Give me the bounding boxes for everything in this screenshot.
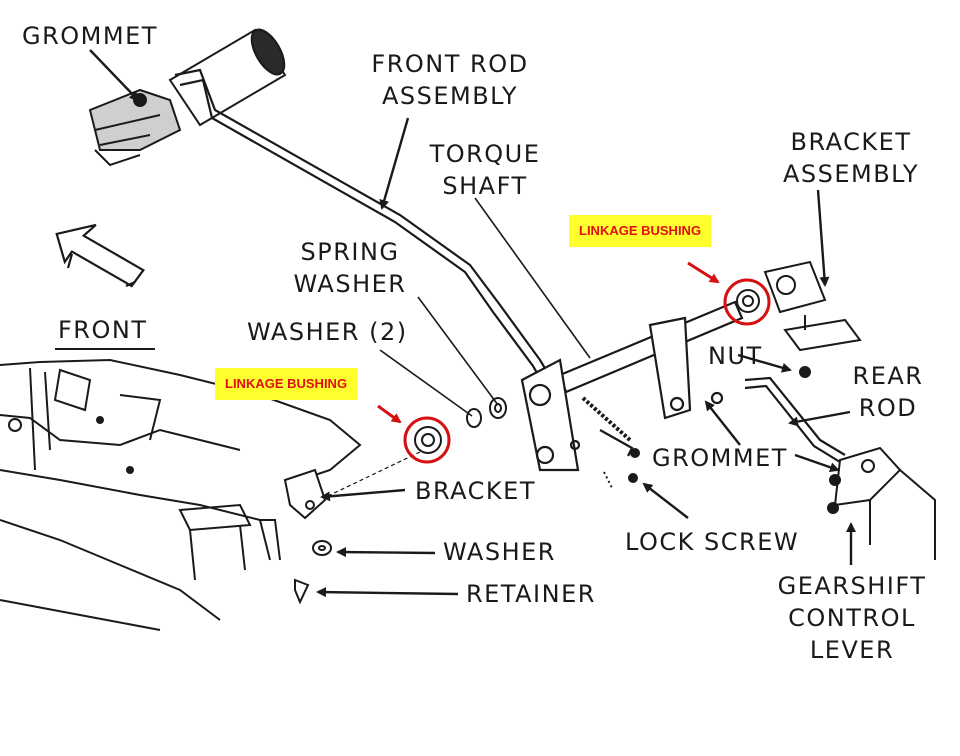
label-gearshift-line1: GEARSHIFT: [777, 572, 927, 600]
label-spring-washer: SPRING WASHER: [286, 236, 414, 300]
label-nut: NUT: [708, 342, 763, 370]
label-bracket-asm-line1: BRACKET: [790, 128, 912, 156]
label-washer: WASHER: [443, 538, 556, 566]
label-rear-line2: ROD: [858, 394, 918, 422]
label-rear-rod: REAR ROD: [848, 360, 928, 424]
vehicle-frame: [0, 358, 362, 631]
label-torque-line2: SHAFT: [442, 172, 528, 200]
label-bracket-asm-line2: ASSEMBLY: [782, 160, 920, 188]
label-retainer: RETAINER: [466, 580, 596, 608]
label-torque-shaft: TORQUE SHAFT: [420, 138, 550, 202]
label-spring-line2: WASHER: [293, 270, 407, 298]
leader-arrows: [89, 49, 856, 598]
small-parts: [283, 289, 760, 605]
label-lock-screw: LOCK SCREW: [625, 528, 800, 556]
label-front-rod-line2: ASSEMBLY: [381, 82, 519, 110]
bushing-circle-right: [723, 278, 771, 326]
bracket-assembly-drawing: [763, 260, 862, 378]
red-highlight-circles: [377, 261, 771, 464]
label-front-rod-assembly: FRONT ROD ASSEMBLY: [358, 48, 542, 112]
label-gearshift-line2: CONTROL: [788, 604, 916, 632]
label-gearshift-control-lever: GEARSHIFT CONTROL LEVER: [762, 570, 942, 666]
label-gearshift-line3: LEVER: [809, 636, 895, 664]
label-rear-line1: REAR: [852, 362, 924, 390]
steering-column: [88, 28, 287, 167]
label-bracket: BRACKET: [415, 477, 536, 505]
label-grommet-top: GROMMET: [22, 22, 158, 50]
linkage-bushing-callout-right: LINKAGE BUSHING: [569, 215, 712, 247]
bushing-circle-left: [403, 416, 451, 464]
front-rod: [174, 68, 556, 393]
gearshift-drawing: [827, 446, 936, 560]
linkage-bushing-callout-left: LINKAGE BUSHING: [215, 368, 358, 400]
front-direction-arrow: [55, 223, 145, 288]
label-washer-2: WASHER (2): [247, 318, 408, 346]
label-bracket-assembly: BRACKET ASSEMBLY: [776, 126, 926, 190]
torque-shaft-drawing: [520, 300, 744, 472]
label-front: FRONT: [58, 316, 148, 344]
label-torque-line1: TORQUE: [429, 140, 541, 168]
label-spring-line1: SPRING: [300, 238, 400, 266]
label-front-rod-line1: FRONT ROD: [371, 50, 529, 78]
label-grommet-mid: GROMMET: [652, 444, 788, 472]
rear-rod-drawing: [710, 376, 846, 463]
